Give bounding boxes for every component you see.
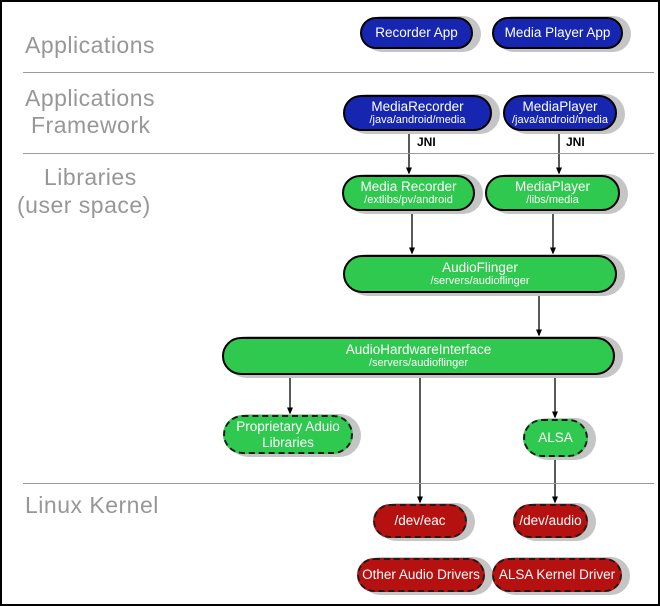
mediarecorder-framework-node-label: MediaRecorder [371, 99, 464, 115]
alsa-node-label: ALSA [538, 430, 573, 446]
mediaplayer-framework-node-label: MediaPlayer [522, 99, 598, 115]
jni-label-right: JNI [566, 135, 585, 149]
mediaplayer-framework-node: MediaPlayer/java/android/media [503, 95, 617, 131]
audioflinger-node: AudioFlinger/servers/audioflinger [343, 255, 617, 293]
other-audio-drivers-node-label: Other Audio Drivers [362, 567, 480, 583]
media-recorder-library-node: Media Recorder/extlibs/pv/android [342, 175, 475, 211]
alsa-node: ALSA [523, 419, 588, 457]
libraries-label-line1: Libraries [44, 164, 137, 190]
recorder-app-node: Recorder App [360, 17, 473, 49]
other-audio-drivers-node: Other Audio Drivers [357, 558, 485, 592]
media-recorder-library-node-label: /extlibs/pv/android [364, 194, 453, 207]
audiohardwareinterface-node-label: /servers/audioflinger [368, 357, 469, 370]
dev-audio-node: /dev/audio [513, 504, 588, 538]
proprietary-audio-libraries-node-label: Libraries [262, 434, 314, 450]
mediaplayer-library-node: MediaPlayer/libs/media [485, 175, 620, 211]
alsa-kernel-driver-node: ALSA Kernel Driver [492, 558, 622, 592]
applications-framework-label-line1: Applications [25, 85, 156, 111]
mediarecorder-framework-node-label: /java/android/media [369, 114, 466, 127]
proprietary-audio-libraries-node-label: Proprietary Aduio [236, 419, 340, 435]
audioflinger-node-label: AudioFlinger [442, 260, 518, 276]
recorder-app-node-label: Recorder App [375, 25, 458, 41]
dev-audio-node-label: /dev/audio [519, 513, 582, 529]
applications-framework-label-line2: Framework [31, 112, 151, 138]
mediaplayer-framework-node-label: /java/android/media [511, 114, 608, 127]
layer-divider-3 [23, 483, 654, 484]
jni-label-left: JNI [417, 135, 436, 149]
layer-divider-1 [23, 72, 654, 73]
libraries-label-line2: (user space) [17, 192, 151, 218]
media-recorder-library-node-label: Media Recorder [360, 179, 457, 195]
mediaplayer-library-node-label: /libs/media [526, 194, 579, 207]
audioflinger-node-label: /servers/audioflinger [430, 275, 530, 288]
audiohardwareinterface-node-label: AudioHardwareInterface [345, 342, 492, 358]
mediaplayer-library-node-label: MediaPlayer [514, 179, 591, 195]
alsa-kernel-driver-node-label: ALSA Kernel Driver [498, 567, 616, 583]
layer-divider-2 [23, 153, 654, 154]
dev-eac-node: /dev/eac [373, 504, 467, 538]
linux-kernel-label: Linux Kernel [25, 492, 159, 518]
audiohardwareinterface-node: AudioHardwareInterface/servers/audioflin… [222, 337, 615, 375]
media-player-app-node-label: Media Player App [504, 25, 611, 41]
applications-layer-label: Applications [25, 32, 156, 58]
dev-eac-node-label: /dev/eac [394, 513, 446, 529]
mediarecorder-framework-node: MediaRecorder/java/android/media [343, 95, 492, 131]
media-player-app-node: Media Player App [492, 17, 623, 49]
